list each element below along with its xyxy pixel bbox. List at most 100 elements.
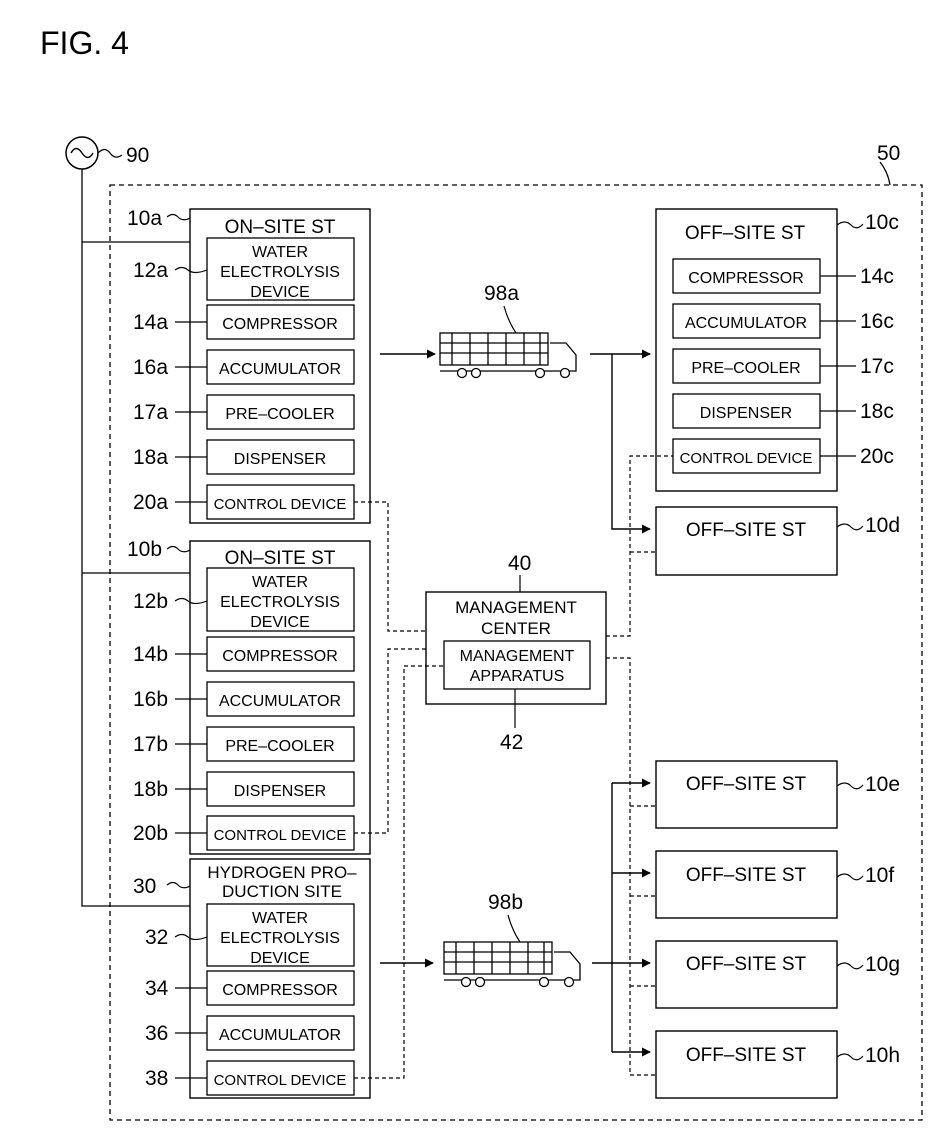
management-ref: 40	[508, 552, 531, 575]
station-title: OFF–SITE ST	[686, 520, 807, 541]
water-label-line3: DEVICE	[250, 284, 310, 301]
station-ref: 10c	[865, 211, 899, 234]
comm-line-20b	[354, 649, 426, 833]
control-device-ref: 20b	[133, 822, 168, 845]
control-device-label: CONTROL DEVICE	[214, 1072, 347, 1089]
station-title: OFF–SITE ST	[686, 774, 807, 795]
ref-leader	[504, 306, 516, 333]
ref-leader	[837, 524, 863, 530]
apparatus-ref: 42	[500, 731, 523, 754]
ref-leader	[837, 874, 863, 880]
ref-leader	[167, 883, 190, 888]
ref-leader	[175, 268, 207, 273]
pre-cooler-ref: 17a	[133, 401, 168, 424]
truck-98b: 98b	[444, 891, 580, 987]
figure-title: FIG. 4	[40, 25, 129, 61]
comm-line-38	[354, 666, 444, 1078]
accumulator-ref: 16b	[133, 688, 168, 711]
pre-cooler-ref: 17c	[860, 355, 894, 378]
offsite-station-g: OFF–SITE ST 10g	[656, 941, 900, 1008]
onsite-station-b: ON–SITE ST 10b WATER ELECTROLYSIS DEVICE…	[127, 538, 370, 854]
pre-cooler-label: PRE–COOLER	[225, 406, 334, 423]
station-ref: 10e	[865, 773, 900, 796]
water-label-line3: DEVICE	[250, 614, 310, 631]
hydrogen-production-site: HYDROGEN PRO– DUCTION SITE 30 WATER ELEC…	[133, 859, 370, 1098]
water-label-line1: WATER	[252, 910, 308, 927]
station-title: OFF–SITE ST	[686, 865, 807, 886]
station-frame	[656, 507, 837, 575]
water-label-line2: ELECTROLYSIS	[220, 930, 340, 947]
ref-leader	[837, 963, 863, 969]
control-device-label: CONTROL DEVICE	[680, 450, 813, 467]
offsite-station-h: OFF–SITE ST 10h	[656, 1031, 900, 1098]
power-source-ref: 90	[126, 144, 149, 167]
power-source: 90	[66, 137, 190, 906]
compressor-ref: 14c	[860, 265, 894, 288]
compressor-label: COMPRESSOR	[688, 270, 804, 287]
site-title-line2: DUCTION SITE	[222, 882, 342, 901]
station-ref: 10d	[865, 514, 900, 537]
compressor-ref: 14b	[133, 643, 168, 666]
compressor-ref: 34	[145, 977, 169, 1000]
control-device-ref: 20a	[133, 491, 168, 514]
apparatus-label-line1: MANAGEMENT	[460, 648, 575, 665]
management-title-line1: MANAGEMENT	[455, 598, 577, 617]
compressor-label: COMPRESSOR	[222, 982, 338, 999]
comm-line-20a	[354, 502, 426, 631]
truck-icon	[440, 333, 576, 378]
truck-ref: 98b	[488, 891, 523, 914]
compressor-label: COMPRESSOR	[222, 316, 338, 333]
station-ref: 10h	[865, 1044, 900, 1067]
management-title-line2: CENTER	[481, 619, 551, 638]
ref-leader	[167, 215, 190, 220]
water-ref: 12a	[133, 259, 168, 282]
station-title: ON–SITE ST	[225, 217, 336, 238]
communication-lines	[354, 456, 673, 1078]
water-ref: 32	[145, 926, 168, 949]
dispenser-label: DISPENSER	[234, 451, 326, 468]
water-label-line2: ELECTROLYSIS	[220, 594, 340, 611]
onsite-station-a: ON–SITE ST 10a WATER ELECTROLYSIS DEVICE…	[127, 207, 370, 523]
accumulator-ref: 36	[145, 1022, 168, 1045]
pre-cooler-ref: 17b	[133, 733, 168, 756]
pre-cooler-label: PRE–COOLER	[691, 360, 800, 377]
offsite-station-e: OFF–SITE ST 10e	[656, 761, 900, 828]
truck-icon	[444, 942, 580, 987]
ref-leader	[508, 915, 520, 942]
system-ref: 50	[877, 142, 900, 165]
dispenser-label: DISPENSER	[700, 405, 792, 422]
transport-arrow	[612, 354, 650, 529]
station-ref: 10g	[865, 953, 900, 976]
comm-line-offsite-bus	[606, 658, 656, 1075]
management-center: MANAGEMENT CENTER 40 MANAGEMENT APPARATU…	[426, 552, 606, 754]
station-title: OFF–SITE ST	[686, 954, 807, 975]
site-ref: 30	[133, 875, 156, 898]
truck-ref: 98a	[484, 282, 519, 305]
water-label-line1: WATER	[252, 574, 308, 591]
dispenser-ref: 18b	[133, 778, 168, 801]
station-ref: 10b	[127, 538, 162, 561]
dispenser-ref: 18c	[860, 400, 894, 423]
comm-line-20c	[606, 456, 673, 636]
accumulator-ref: 16a	[133, 356, 168, 379]
ref-leader	[175, 935, 207, 940]
water-ref: 12b	[133, 590, 168, 613]
station-ref: 10f	[865, 864, 894, 887]
offsite-station-c: OFF–SITE ST 10c COMPRESSOR 14c ACCUMULAT…	[656, 209, 899, 491]
station-ref: 10a	[127, 207, 162, 230]
ref-leader	[98, 150, 122, 158]
site-title-line1: HYDROGEN PRO–	[207, 863, 357, 882]
station-title: OFF–SITE ST	[685, 223, 806, 244]
ref-leader	[175, 599, 207, 604]
offsite-station-f: OFF–SITE ST 10f	[656, 851, 894, 918]
water-label-line3: DEVICE	[250, 950, 310, 967]
offsite-station-d: OFF–SITE ST 10d	[656, 507, 900, 575]
ref-leader	[167, 547, 190, 552]
station-title: ON–SITE ST	[225, 548, 336, 569]
water-label-line2: ELECTROLYSIS	[220, 264, 340, 281]
water-label-line1: WATER	[252, 244, 308, 261]
station-title: OFF–SITE ST	[686, 1045, 807, 1066]
accumulator-label: ACCUMULATOR	[685, 315, 807, 332]
apparatus-label-line2: APPARATUS	[470, 668, 565, 685]
ref-leader	[880, 162, 890, 185]
